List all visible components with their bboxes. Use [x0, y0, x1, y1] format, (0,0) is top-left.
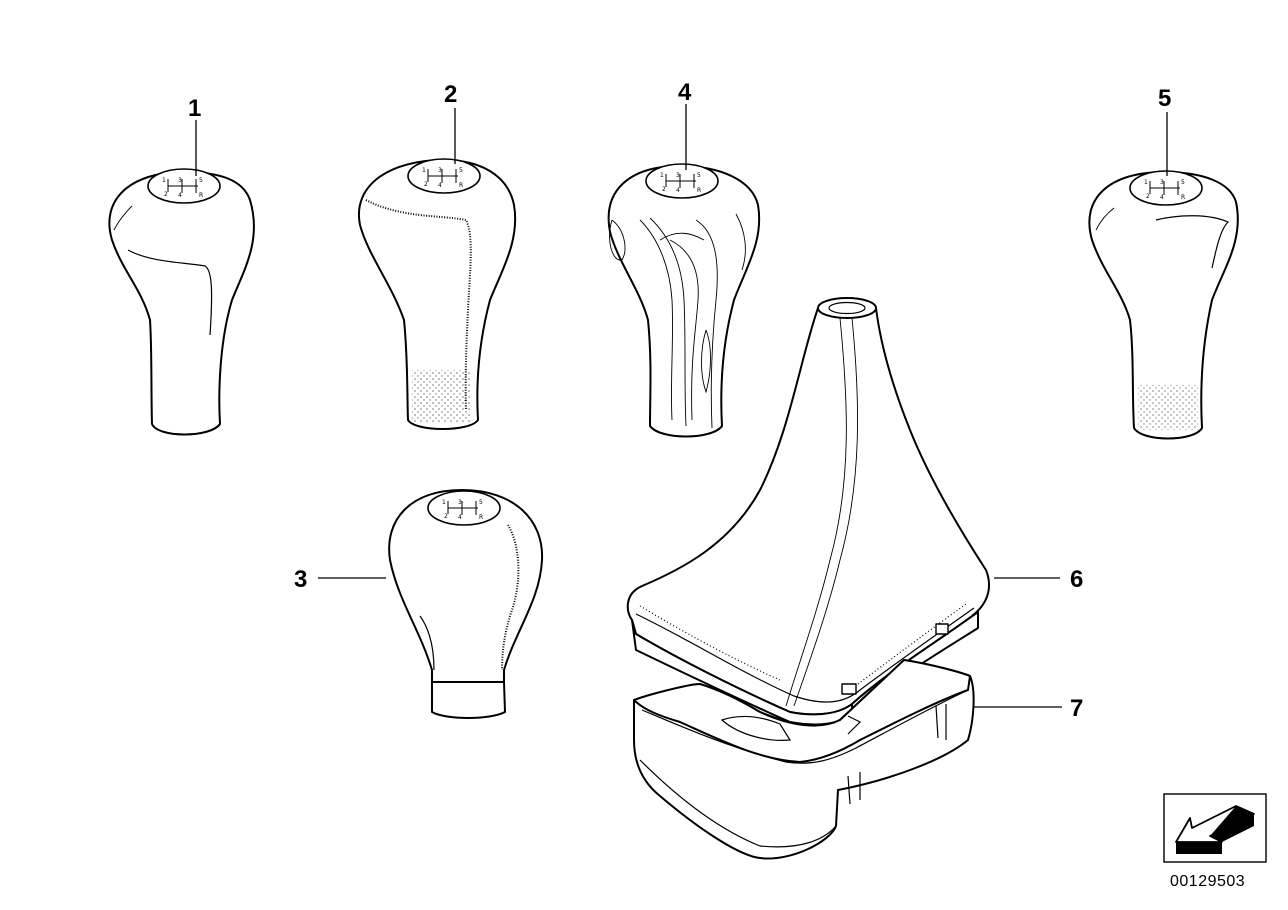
callout-6: 6: [1070, 566, 1083, 593]
callout-4: 4: [678, 79, 692, 106]
callout-7: 7: [1070, 695, 1083, 722]
callout-3: 3: [294, 566, 307, 593]
gear-knob-1: [108, 168, 255, 436]
callout-2: 2: [444, 81, 457, 108]
gear-knob-4: [607, 163, 761, 438]
direction-arrow-icon: [1163, 793, 1267, 863]
gear-knob-2: [357, 158, 517, 430]
gear-knob-5: [1088, 170, 1239, 440]
callout-1: 1: [188, 95, 201, 122]
frame-7: [633, 659, 975, 860]
gear-knob-3: [388, 489, 544, 719]
callout-5: 5: [1158, 85, 1171, 112]
document-number: 00129503: [1170, 873, 1245, 890]
